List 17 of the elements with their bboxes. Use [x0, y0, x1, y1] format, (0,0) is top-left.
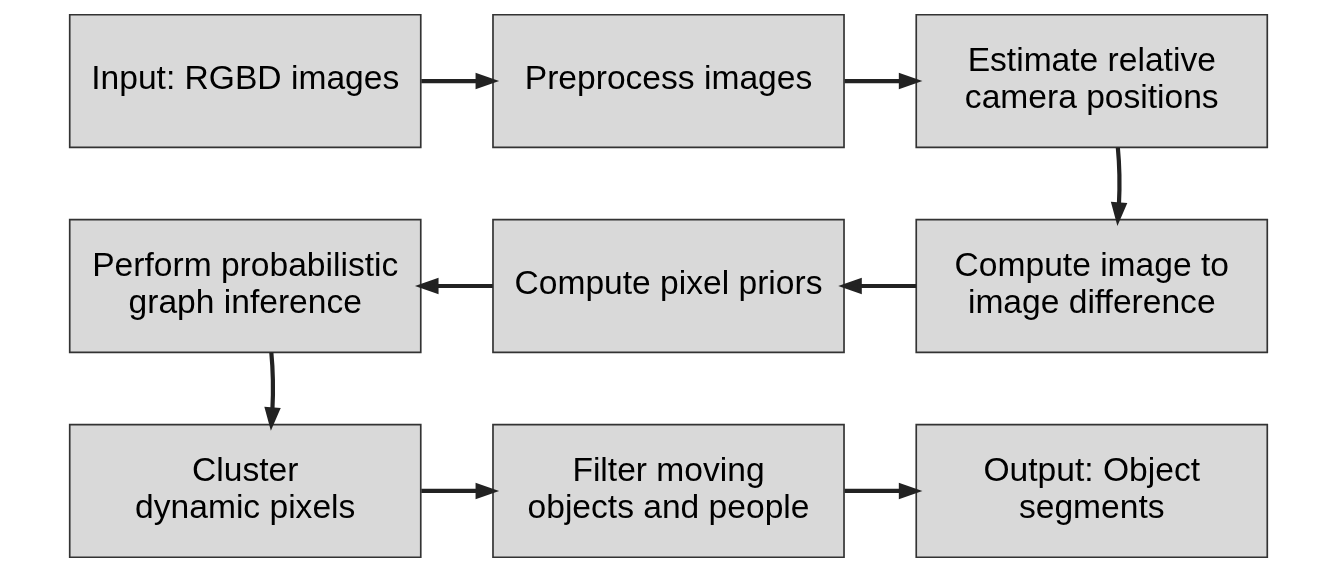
- arrow: [844, 72, 923, 90]
- node-box: Cluster dynamic pixels: [68, 423, 422, 559]
- arrow: [421, 482, 500, 500]
- arrow: [838, 277, 917, 295]
- node-box: Compute image to image difference: [915, 218, 1269, 354]
- arrow: [264, 352, 281, 431]
- node-box: Output: Object segments: [915, 423, 1269, 559]
- node-box: Compute pixel priors: [492, 218, 845, 354]
- node-box: Estimate relative camera positions: [915, 13, 1269, 149]
- node-box: Input: RGBD images: [68, 13, 422, 149]
- node-box: Filter moving objects and people: [492, 423, 845, 559]
- arrow: [1110, 147, 1128, 226]
- arrow: [421, 72, 500, 90]
- node-box: Preprocess images: [492, 13, 845, 149]
- arrow: [844, 482, 923, 500]
- arrow: [414, 277, 493, 295]
- node-box: Perform probabilistic graph inference: [68, 218, 422, 354]
